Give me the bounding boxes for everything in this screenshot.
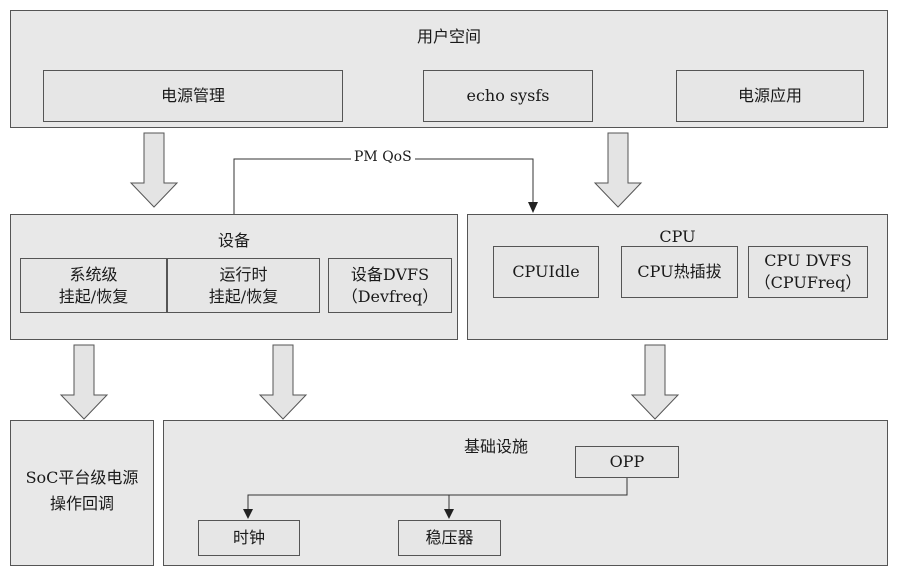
echo-sysfs-box: echo sysfs — [423, 70, 593, 122]
runtime-suspend-resume-box: 运行时 挂起/恢复 — [167, 258, 320, 313]
device-dvfs-box: 设备DVFS （Devfreq） — [328, 258, 452, 313]
arrow-device-to-soc — [59, 344, 109, 420]
power-management-box: 电源管理 — [43, 70, 343, 122]
opp-box: OPP — [575, 446, 679, 478]
pm-qos-label: PM QoS — [351, 149, 415, 165]
opp-connector — [247, 478, 628, 511]
cpu-title: CPU — [659, 227, 696, 246]
system-suspend-resume-box: 系统级 挂起/恢复 — [20, 258, 167, 313]
clock-arrowhead — [243, 509, 253, 519]
arrow-cpu-to-infra — [630, 344, 680, 420]
cpu-dvfs-box: CPU DVFS （CPUFreq） — [748, 246, 868, 298]
clock-box: 时钟 — [198, 520, 300, 556]
pm-qos-line — [233, 158, 534, 214]
pm-qos-arrowhead — [528, 202, 538, 213]
arrow-device-to-infra — [258, 344, 308, 420]
arrow-user-to-device — [129, 132, 179, 208]
regulator-arrowhead — [444, 509, 454, 519]
soc-panel: SoC平台级电源 操作回调 — [10, 420, 154, 566]
device-title: 设备 — [217, 231, 250, 250]
regulator-box: 稳压器 — [398, 520, 501, 556]
infrastructure-title: 基础设施 — [464, 437, 529, 456]
arrow-user-to-cpu — [593, 132, 643, 208]
soc-label: SoC平台级电源 操作回调 — [25, 468, 139, 513]
cpu-hotplug-box: CPU热插拔 — [621, 246, 738, 298]
cpuidle-box: CPUIdle — [493, 246, 599, 298]
power-app-box: 电源应用 — [676, 70, 864, 122]
user-space-title: 用户空间 — [416, 27, 481, 46]
